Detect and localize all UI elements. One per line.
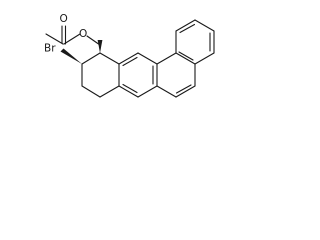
atom-label-ester-oxygen: O (79, 28, 87, 40)
bond-c7-c7a (118, 85, 139, 98)
bond-carbonyl-ester-o (63, 33, 81, 45)
acetate-group (45, 25, 101, 46)
wedge-bond-c11-oac (97, 40, 103, 53)
chemical-structure: O O Br (44, 13, 215, 98)
bond-c9-c8 (81, 85, 101, 98)
atom-label-carbonyl-oxygen: O (60, 13, 68, 25)
bond-c6a-c7 (137, 85, 158, 98)
bond-c12b-c4a (175, 52, 196, 65)
atom-labels: O O Br (44, 13, 87, 55)
bond-c12a-c12b (156, 52, 177, 65)
bond-c11a-c12-inner (122, 56, 138, 67)
bond-c5-c6 (175, 85, 196, 98)
bond-c2-c3 (194, 19, 215, 32)
bond-c11-c10 (81, 52, 101, 65)
bond-c11a-c12 (118, 52, 139, 65)
tetrahydro-ring (81, 52, 120, 98)
bond-ester-o-c11 (86, 35, 101, 46)
wedge-bond-c10-br (60, 48, 82, 64)
bond-methyl-carbonyl (45, 33, 64, 45)
bond-c8-c7a (99, 85, 120, 98)
bond-c1-c2-inner (179, 23, 196, 34)
bond-c11-c11a (99, 52, 120, 65)
atom-label-bromine: Br (44, 43, 56, 55)
bond-c5-c6-inner (175, 84, 192, 94)
bond-c6-c6a (156, 85, 177, 98)
ring-c (156, 52, 196, 98)
bond-c4-c4a (194, 52, 215, 65)
ring-d (175, 19, 215, 65)
ring-b (118, 52, 158, 98)
bond-c1-c2 (175, 19, 196, 32)
bond-c12-c12a (137, 52, 158, 65)
bond-c7-c7a-inner (122, 83, 138, 94)
bond-c4a-c12b-inner (178, 51, 194, 61)
